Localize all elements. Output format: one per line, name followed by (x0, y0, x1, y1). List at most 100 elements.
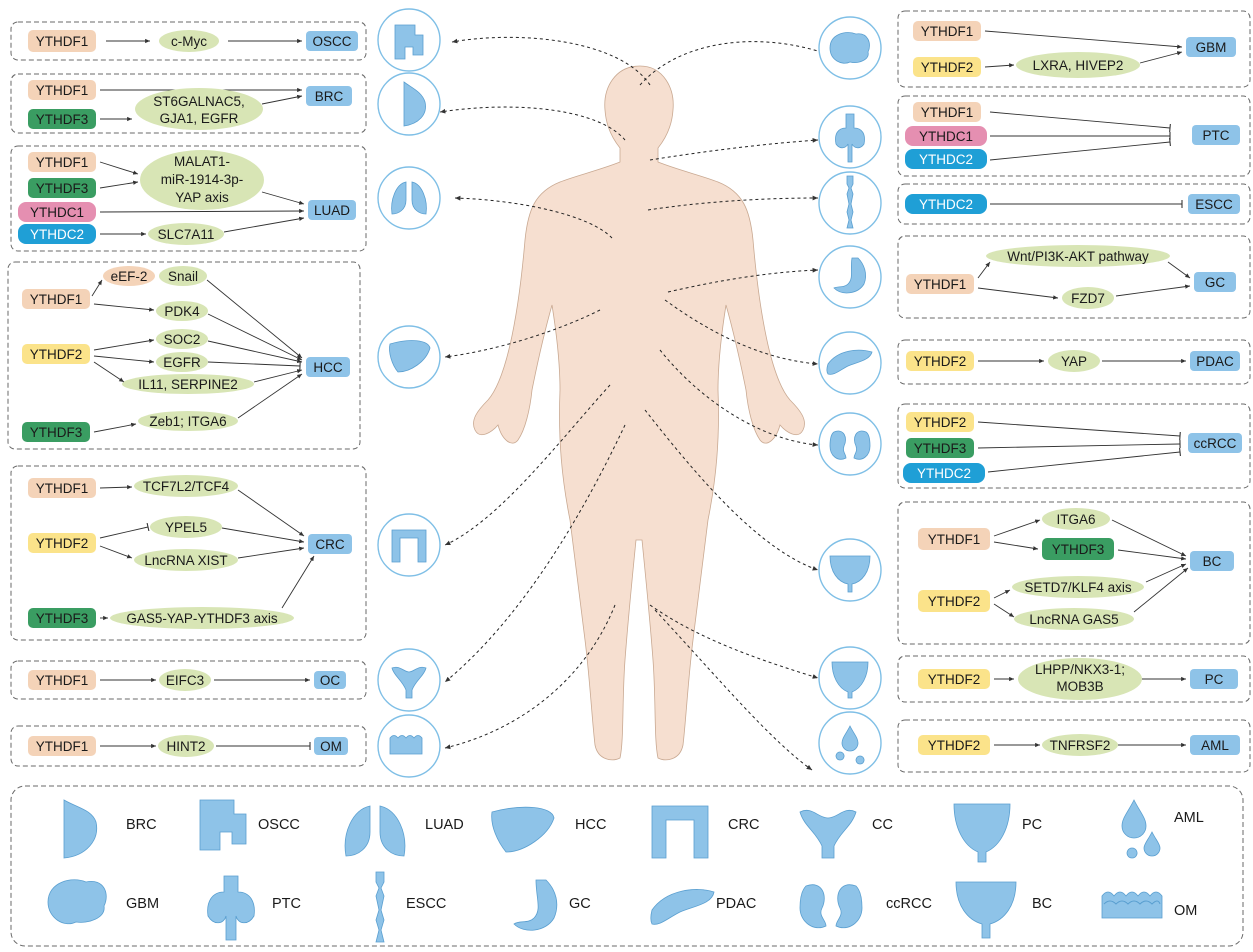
organ-circle-om (378, 715, 440, 777)
organ-circle-bc (819, 539, 881, 601)
target-label: MALAT1- (174, 154, 230, 169)
legend-label: HCC (575, 817, 606, 833)
organ-circle-brc (378, 73, 440, 135)
target-label: Wnt/PI3K-AKT pathway (1007, 249, 1149, 264)
cancer-label: HCC (313, 360, 342, 375)
cancer-label: LUAD (314, 203, 350, 218)
lung-icon (345, 806, 405, 856)
bladder-icon (956, 882, 1016, 938)
reader-label: YTHDF1 (921, 105, 974, 120)
reader-label: YTHDF3 (36, 611, 89, 626)
organ-circle-escc (819, 172, 881, 234)
legend-item-aml: AML (1122, 800, 1204, 858)
reader-label: YTHDF1 (36, 34, 89, 49)
target-label: Zeb1; ITGA6 (149, 414, 226, 429)
panel-om: YTHDF1 HINT2 OM (11, 726, 366, 766)
legend-item-oscc: OSCC (200, 800, 300, 850)
target-label: HINT2 (166, 739, 205, 754)
target-label: SETD7/KLF4 axis (1024, 580, 1132, 595)
legend-item-cc: CC (800, 810, 893, 858)
reader-label: YTHDF1 (36, 739, 89, 754)
reader-label: YTHDF2 (36, 536, 89, 551)
legend: BRC OSCC LUAD HCC CRC CC PC AML (11, 786, 1243, 946)
target-label: IL11, SERPINE2 (138, 377, 238, 392)
panel-escc: YTHDC2 ESCC (898, 184, 1250, 224)
legend-label: LUAD (425, 817, 464, 833)
legend-label: OSCC (258, 817, 300, 833)
organ-circle-oc (378, 649, 440, 711)
target-label: SOC2 (164, 332, 201, 347)
target-label: TNFRSF2 (1050, 738, 1111, 753)
panel-luad: YTHDF1 YTHDF3 YTHDC1 YTHDC2 MALAT1- miR-… (11, 146, 366, 251)
organ-circle-gc (819, 246, 881, 308)
target-label: c-Myc (171, 34, 207, 49)
human-body-silhouette (473, 66, 804, 760)
reader-label: YTHDF1 (928, 532, 981, 547)
reader-label: YTHDF2 (914, 354, 967, 369)
cancer-label: GBM (1196, 40, 1227, 55)
legend-item-luad: LUAD (345, 806, 464, 856)
legend-item-ccrcc: ccRCC (800, 885, 932, 928)
legend-label: GBM (126, 896, 159, 912)
legend-label: ESCC (406, 896, 446, 912)
target-label: GAS5-YAP-YTHDF3 axis (126, 611, 278, 626)
legend-item-gc: GC (514, 880, 591, 930)
panel-crc: YTHDF1 YTHDF2 YTHDF3 TCF7L2/TCF4 YPEL5 L… (11, 466, 366, 640)
panel-brc: YTHDF1 YTHDF3 ST6GALNAC5, GJA1, EGFR BRC (11, 74, 366, 133)
target-label: LXRA, HIVEP2 (1033, 58, 1124, 73)
panel-pdac: YTHDF2 YAP PDAC (898, 340, 1250, 384)
reader-label: YTHDF3 (30, 425, 83, 440)
legend-item-pdac: PDAC (651, 889, 756, 924)
target-label: ST6GALNAC5, (153, 94, 245, 109)
reader-label: YTHDF3 (36, 181, 89, 196)
cancer-label: BC (1203, 554, 1222, 569)
legend-label: BRC (126, 817, 157, 833)
target-label: eEF-2 (111, 269, 148, 284)
reader-label: YTHDF3 (36, 112, 89, 127)
esophagus-icon (376, 872, 384, 942)
target-label: miR-1914-3p- (161, 172, 244, 187)
reader-label: YTHDF2 (928, 594, 981, 609)
intestine-icon (652, 806, 708, 858)
target-label: EIFC3 (166, 673, 204, 688)
legend-item-pc: PC (954, 804, 1042, 862)
uterus-icon (800, 810, 856, 858)
reader-label: YTHDC2 (919, 197, 973, 212)
panel-gbm: YTHDF1 YTHDF2 LXRA, HIVEP2 GBM (898, 11, 1250, 87)
target-label: ITGA6 (1056, 512, 1095, 527)
reader-label: YTHDF1 (36, 155, 89, 170)
cancer-label: AML (1201, 738, 1229, 753)
target-label: LncRNA XIST (144, 553, 227, 568)
panel-bc: YTHDF1 YTHDF2 ITGA6 YTHDF3 SETD7/KLF4 ax… (898, 502, 1250, 644)
panel-ccrcc: YTHDF2 YTHDF3 YTHDC2 ccRCC (898, 404, 1250, 488)
reader-label: YTHDF2 (914, 415, 967, 430)
legend-label: PDAC (716, 896, 756, 912)
organ-circle-ptc (819, 106, 881, 168)
reader-label: YTHDC2 (30, 227, 84, 242)
target-label: YAP (1061, 354, 1087, 369)
target-label: SLC7A11 (158, 227, 215, 242)
legend-item-brc: BRC (64, 800, 157, 858)
reader-label: YTHDF1 (30, 292, 83, 307)
cancer-label: GC (1205, 275, 1226, 290)
mucosa-icon (1102, 892, 1162, 918)
cancer-label: ccRCC (1194, 436, 1237, 451)
reader-label: YTHDF1 (36, 481, 89, 496)
reader-label: YTHDF1 (36, 673, 89, 688)
organ-circle-luad (378, 167, 440, 229)
target-label: FZD7 (1071, 291, 1105, 306)
target-label: GJA1, EGFR (160, 111, 239, 126)
reader-label: YTHDC1 (30, 205, 84, 220)
target-label: EGFR (163, 355, 201, 370)
legend-label: BC (1032, 896, 1052, 912)
cancer-label: PC (1205, 672, 1224, 687)
panel-aml: YTHDF2 TNFRSF2 AML (898, 720, 1250, 772)
target-label: TCF7L2/TCF4 (143, 479, 230, 494)
pancreas-icon (651, 889, 714, 924)
target-label: YAP axis (175, 190, 229, 205)
reader-label: YTHDC1 (919, 129, 973, 144)
reader-label: YTHDC2 (919, 152, 973, 167)
legend-label: ccRCC (886, 896, 932, 912)
reader-label: YTHDF2 (928, 672, 981, 687)
target-label: Snail (168, 269, 198, 284)
